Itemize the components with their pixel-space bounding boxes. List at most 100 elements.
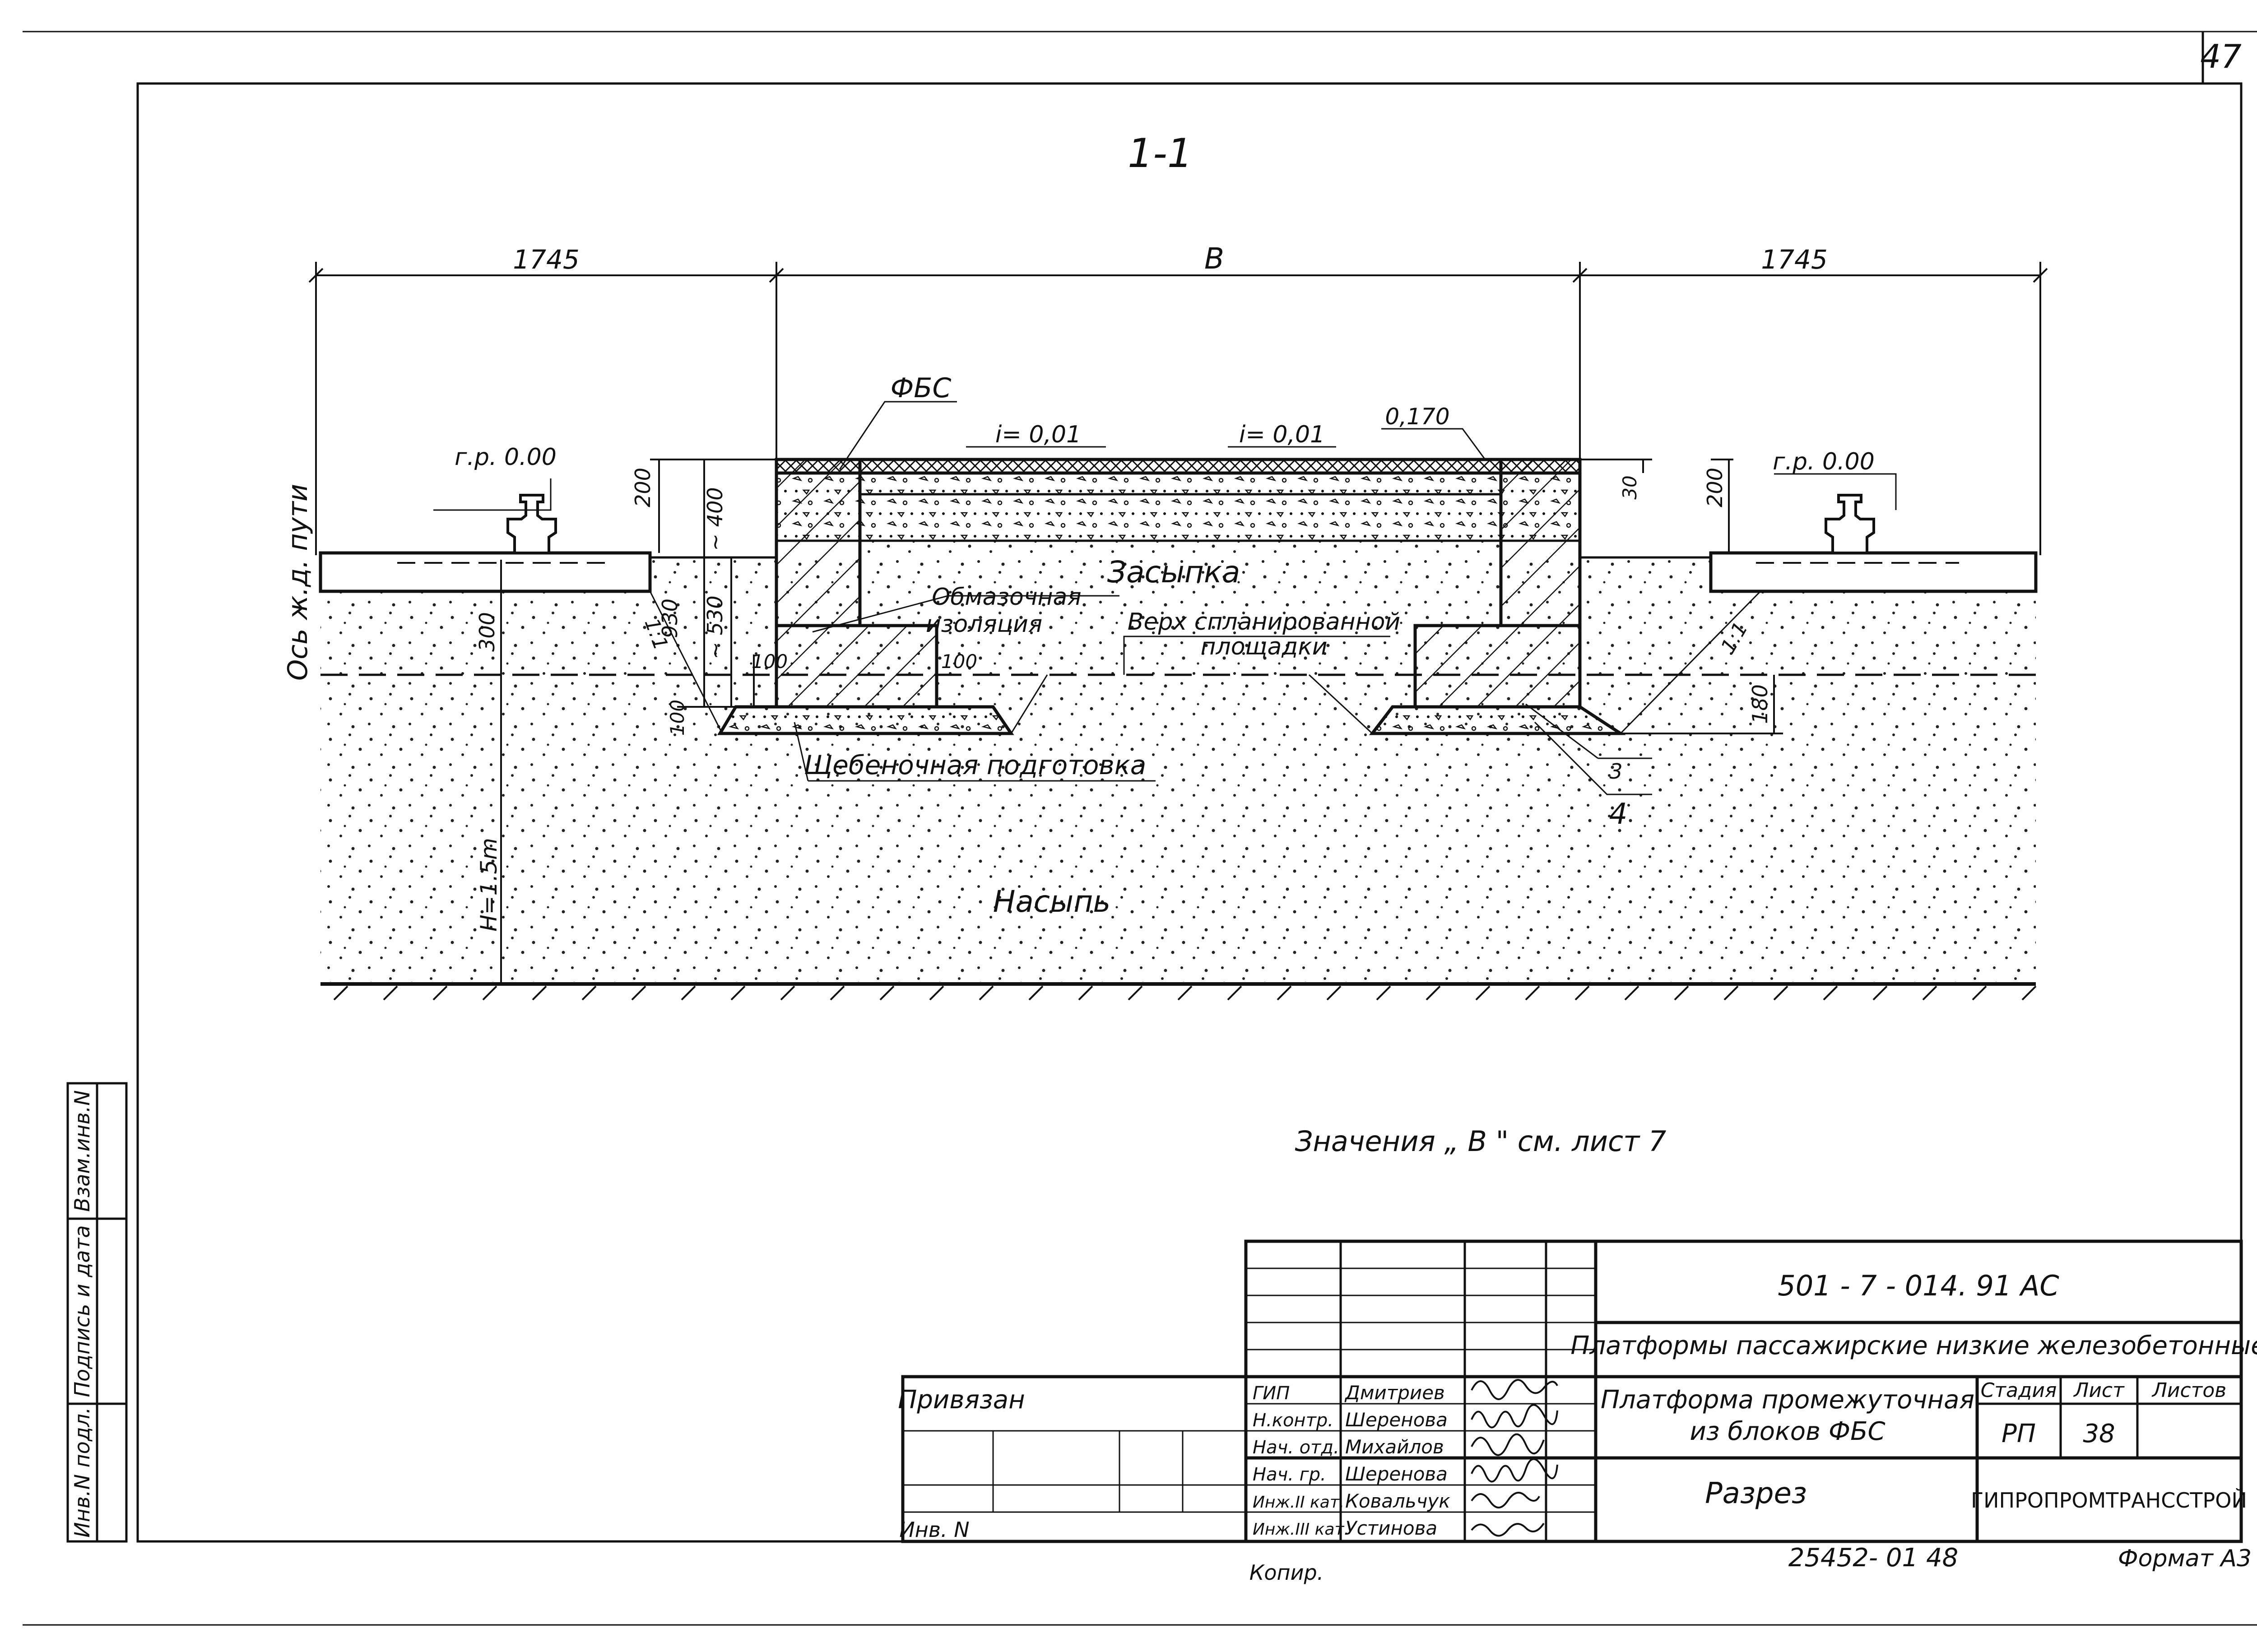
right-gravel-prep [1369, 705, 1626, 735]
dim-h100-a: 100 [752, 650, 788, 673]
left-sleeper [319, 551, 652, 593]
inv-no-label: Инв. N [899, 1517, 969, 1542]
stamp-replace-inv: Взам.инв.N [70, 1090, 94, 1212]
note-b-values: Значения „ B " см. лист 7 [1295, 1125, 1667, 1158]
staff-role-1: ГИП [1253, 1383, 1290, 1404]
staff-name-5: Ковальчук [1345, 1490, 1450, 1512]
stage-label: Стадия [1981, 1379, 2057, 1402]
drawing-name-2: из блоков ФБС [1690, 1417, 1885, 1446]
dim-h400: ~ 400 [703, 487, 727, 551]
label-track-axis: Ось ж.д. пути [282, 484, 314, 681]
project-title: Платформы пассажирские низкие железобето… [1570, 1331, 2257, 1360]
label-elev-0170: 0,170 [1385, 404, 1449, 430]
ground-hatch-tick [1574, 985, 1590, 1001]
ground-hatch-tick [1872, 985, 1888, 1001]
ground-hatch-tick [780, 985, 795, 1001]
ground-hatch-tick [1624, 985, 1639, 1001]
section-title: 1-1 [1128, 130, 1193, 176]
label-gravel-prep: Щебеночная подготовка [804, 750, 1147, 780]
dim-h100-b: 100 [941, 650, 977, 673]
ground-hatch-tick [1177, 985, 1193, 1001]
callout-3: 3 [1609, 759, 1622, 784]
ground-hatch-tick [383, 985, 398, 1001]
ground-hatch-tick [1028, 985, 1044, 1001]
label-graded-top-2: площадки [1200, 633, 1327, 660]
sheet-label: Лист [2073, 1379, 2125, 1402]
dim-h100-c: 100 [666, 700, 688, 736]
ground-hatch-tick [879, 985, 895, 1001]
label-embankment: Насыпь [993, 884, 1111, 919]
footer-format: Формат А3 [2118, 1545, 2252, 1572]
label-insulation-2: изоляция [926, 611, 1042, 638]
ground-hatch-tick [333, 985, 348, 1001]
title-block-grid [901, 1239, 2243, 1543]
dim-h530: ~ 530 [703, 596, 727, 659]
left-fbs-foundation [775, 624, 938, 709]
ground-hatch-tick [1823, 985, 1838, 1001]
ground-hatch-tick [1972, 985, 1987, 1001]
left-vertical-dims [500, 459, 776, 984]
dim-right-width: 1745 [1761, 244, 1828, 275]
staff-role-2: Н.контр. [1253, 1410, 1333, 1431]
platform-deck-surface [775, 458, 1582, 475]
ground-hatch-tick [830, 985, 845, 1001]
dim-left-width: 1745 [513, 244, 580, 275]
label-graded-top-1: Верх спланированной [1128, 608, 1400, 636]
footer-copied: Копир. [1249, 1560, 1324, 1585]
ground-hatch-tick [929, 985, 944, 1001]
dim-h180: 180 [1748, 684, 1772, 724]
drawing-name-1: Платформа промежуточная [1601, 1385, 1974, 1415]
right-fbs-foundation [1413, 624, 1582, 709]
ground-hatch-tick [532, 985, 547, 1001]
staff-name-2: Шеренова [1345, 1409, 1448, 1431]
stamp-inv-original: Инв.N подл. [70, 1407, 94, 1537]
platform-concrete-slab [775, 472, 1581, 542]
label-slope-i2: i= 0,01 [1239, 421, 1325, 448]
ground-hatch-tick [1376, 985, 1391, 1001]
ground-hatch-tick [1674, 985, 1689, 1001]
dim-h200-right: 200 [1703, 468, 1727, 507]
ground-hatch-tick [1078, 985, 1093, 1001]
sheet-value: 38 [2083, 1419, 2115, 1448]
label-backfill: Засыпка [1107, 555, 1240, 589]
ground-hatch-tick [1525, 985, 1540, 1001]
dim-embankment-height: H=1.5m [476, 838, 502, 932]
organization: ГИПРОПРОМТРАНССТРОЙ [1971, 1488, 2247, 1513]
staff-role-4: Нач. гр. [1253, 1464, 1326, 1485]
stage-value: РП [2002, 1419, 2036, 1448]
right-fbs-wall [1499, 458, 1582, 627]
staff-role-5: Инж.II кат. [1253, 1493, 1344, 1512]
ground-hatch-tick [1326, 985, 1342, 1001]
backfill-area [860, 541, 1501, 676]
sheets-label: Листов [2151, 1379, 2226, 1402]
ground-hatch-tick [730, 985, 746, 1001]
label-insulation-1: Обмазочная [932, 584, 1081, 611]
ground-hatch-tick [1773, 985, 1788, 1001]
ground-hatch-tick [1475, 985, 1491, 1001]
label-rail-level-right: г.р. 0.00 [1773, 448, 1875, 475]
sheet-number: 47 [2200, 37, 2242, 75]
ground-hatch-tick [1227, 985, 1242, 1001]
left-rail [506, 494, 557, 554]
staff-name-3: Михайлов [1345, 1436, 1444, 1458]
right-sleeper [1709, 551, 2038, 593]
ground-hatch-tick [482, 985, 497, 1001]
ground-hatch-tick [1426, 985, 1441, 1001]
staff-name-1: Дмитриев [1344, 1382, 1445, 1404]
label-slope-i1: i= 0,01 [995, 421, 1081, 448]
dim-h30: 30 [1619, 475, 1641, 499]
ground-hatch-tick [581, 985, 597, 1001]
staff-role-6: Инж.III кат. [1253, 1520, 1349, 1539]
callout-4: 4 [1609, 798, 1628, 831]
staff-name-6: Устинова [1345, 1517, 1437, 1539]
ground-hatch-tick [432, 985, 448, 1001]
right-rail [1825, 494, 1875, 554]
top-dimension-chain [308, 262, 2048, 555]
doc-code: 501 - 7 - 014. 91 АС [1778, 1269, 2059, 1302]
dim-h300: 300 [475, 612, 499, 652]
side-stamp-grid [66, 1082, 128, 1543]
dim-h930: 930 [658, 599, 682, 638]
label-fbs: ФБС [891, 372, 952, 404]
ground-hatch-tick [1922, 985, 1937, 1001]
ground-hatch-marks [333, 985, 2037, 1001]
